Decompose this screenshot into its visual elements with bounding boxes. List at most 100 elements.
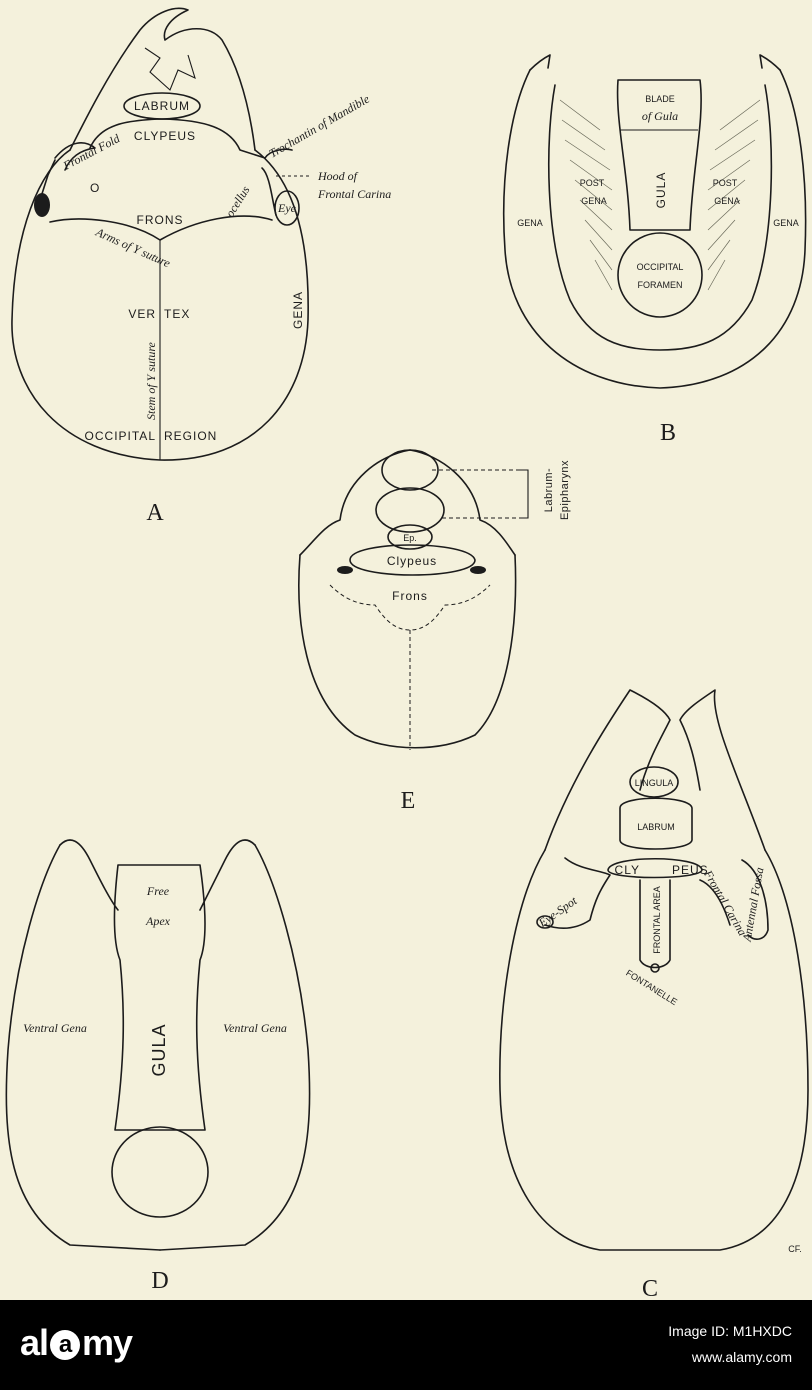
figA-label-arms: Arms of Y suture: [93, 225, 173, 271]
figE-label-epipharynx: Epipharynx: [559, 460, 571, 520]
figE-label-labrum: Labrum-: [543, 468, 555, 512]
figA-label-hood-1: Hood of: [317, 169, 359, 183]
figE-label-frons: Frons: [392, 589, 428, 603]
figE-right-mark: [470, 566, 486, 574]
figC-labrum: [619, 797, 693, 850]
figB-gula: [616, 79, 702, 231]
figE-head-outline: [298, 554, 517, 749]
figD-label-gula: GULA: [149, 1023, 169, 1076]
figB-label-postgena-right-2: GENA: [714, 196, 740, 206]
figB-foramen: [617, 232, 703, 318]
figure-plate: LABRUM CLYPEUS Frontal Fold O FRONS ocel…: [5, 7, 809, 1300]
figA-label-frontal-fold: Frontal Fold: [60, 131, 123, 173]
stock-meta: Image ID: M1HXDC www.alamy.com: [668, 1318, 792, 1370]
plate-svg: LABRUM CLYPEUS Frontal Fold O FRONS ocel…: [5, 7, 809, 1300]
figD-letter: D: [151, 1268, 168, 1294]
figD-label-ventral-gena-right: Ventral Gena: [223, 1021, 287, 1035]
figA-label-ocellus: ocellus: [223, 183, 253, 220]
figC-fontanelle-dot: [650, 963, 660, 973]
figA-label-vertex-left: VER: [128, 307, 156, 321]
figA-label-hood-2: Frontal Carina: [317, 187, 391, 201]
figB-label-foramen-1: OCCIPITAL: [637, 262, 684, 272]
figA-label-labrum: LABRUM: [134, 99, 190, 113]
figD-foramen: [111, 1126, 209, 1218]
figB-hatch-right: [707, 99, 761, 291]
figC-label-fossa: Antennal Fossa: [739, 866, 766, 943]
figA-label-trochantin: Trochantin of Mandible: [267, 91, 373, 160]
figA-label-eye: Eye: [277, 201, 297, 215]
figE-epipharynx: [375, 487, 445, 533]
figC-label-eyespot: Eye-Spot: [535, 893, 580, 930]
figC-label-labrum: LABRUM: [637, 822, 675, 832]
figB-label-gena-left: GENA: [517, 218, 543, 228]
figB-label-postgena-left-1: POST: [580, 178, 605, 188]
figC-label-fontanelle: FONTANELLE: [624, 968, 679, 1007]
figA-label-clypeus: CLYPEUS: [134, 129, 196, 143]
image-id: Image ID: M1HXDC: [668, 1323, 792, 1339]
figA-label-occipital: OCCIPITAL: [85, 429, 156, 443]
figB-inner-outline: [547, 84, 773, 351]
figE-clypeus: [349, 544, 476, 576]
figB-letter: B: [660, 420, 676, 446]
figC-right-mandible: [679, 689, 766, 851]
figB-left-horn: [529, 54, 551, 71]
figB-label-postgena-right-1: POST: [713, 178, 738, 188]
figure-c: LINGULA LABRUM CLY PEUS FRONTAL AREA FON…: [499, 689, 809, 1300]
figA-mandible-notch: [144, 47, 196, 91]
figE-labrum: [381, 449, 439, 491]
figB-label-gula: GULA: [654, 172, 668, 209]
site-url[interactable]: www.alamy.com: [691, 1349, 792, 1365]
figB-label-gena-right: GENA: [773, 218, 799, 228]
figA-upper-outline: [69, 7, 256, 151]
figE-letter: E: [401, 788, 416, 814]
figA-frontal-fold: [54, 142, 96, 171]
figA-label-region: REGION: [164, 429, 217, 443]
figD-label-free: Free: [146, 884, 170, 898]
figC-clypeus: [607, 858, 703, 879]
figC-label-clypeus-right: PEUS: [672, 863, 709, 877]
figB-label-postgena-left-2: GENA: [581, 196, 607, 206]
figA-label-stem: Stem of Y suture: [144, 341, 158, 420]
figD-right-lobe-top: [199, 839, 256, 911]
figA-clypeus-shape: [89, 118, 293, 159]
figC-label-lingula: LINGULA: [635, 778, 674, 788]
figE-bracket: [520, 469, 529, 519]
figE-label-clypeus: Clypeus: [387, 554, 437, 568]
brand-a-icon: a: [50, 1330, 81, 1360]
figC-head-outline: [499, 849, 809, 1251]
figA-label-o: O: [90, 181, 100, 195]
figB-label-blade-2: of Gula: [642, 109, 678, 123]
figC-label-frontal-area: FRONTAL AREA: [652, 886, 662, 954]
figD-outline-right: [159, 844, 311, 1251]
figC-frontal-area: [639, 879, 671, 969]
figC-left-mandible: [544, 689, 671, 851]
figA-hood-carina: [261, 167, 277, 216]
figD-outline-left: [5, 844, 161, 1251]
figB-label-blade-1: BLADE: [645, 94, 675, 104]
figB-outer-outline: [502, 69, 807, 389]
brand-suffix: my: [82, 1322, 133, 1363]
brand-prefix: al: [20, 1322, 49, 1363]
figure-d: Free Apex GULA Ventral Gena Ventral Gena…: [5, 839, 311, 1294]
figure-a: LABRUM CLYPEUS Frontal Fold O FRONS ocel…: [11, 7, 391, 526]
figE-label-ep: Ep.: [403, 533, 417, 543]
figE-left-mark: [337, 566, 353, 574]
figA-label-vertex-right: TEX: [164, 307, 190, 321]
figE-frons: [329, 584, 491, 631]
figB-label-foramen-2: FORAMEN: [638, 280, 683, 290]
figA-antenna: [39, 159, 56, 201]
figB-hatch-left: [559, 99, 613, 291]
figA-label-frons: FRONS: [137, 213, 184, 227]
figC-lingula: [629, 766, 679, 798]
figure-b: BLADE of Gula GULA POST GENA POST GENA G…: [502, 54, 807, 446]
figD-label-apex: Apex: [145, 914, 171, 928]
figD-left-lobe-top: [59, 839, 119, 911]
figC-label-mark: CF.: [788, 1244, 802, 1254]
figC-frontal-carina: [699, 879, 731, 926]
figC-eyespot-region: [544, 857, 611, 930]
figA-label-gena: GENA: [291, 291, 305, 329]
figD-gula: [113, 864, 206, 1131]
figC-letter: C: [642, 1276, 658, 1300]
